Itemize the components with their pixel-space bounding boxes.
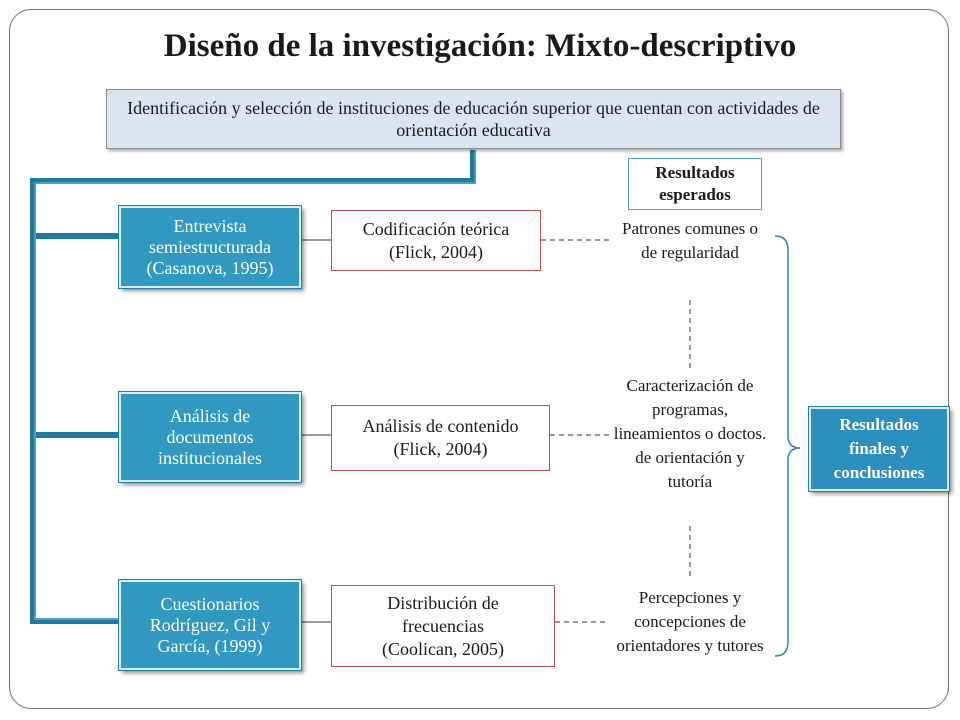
final-results-box: Resultados finales y conclusiones	[808, 406, 950, 492]
analysis-content-box: Análisis de contenido (Flick, 2004)	[331, 405, 550, 471]
dashed-connectors	[541, 239, 691, 623]
expected-results-header: Resultados esperados	[628, 158, 762, 210]
solid-connectors	[301, 239, 331, 623]
result-characterization: Caracterización de programas, lineamient…	[613, 376, 767, 491]
result-brace	[774, 235, 801, 657]
result-patterns: Patrones comunes o de regularidad	[622, 219, 758, 262]
analysis-frequencies-box: Distribución de frecuencias (Coolican, 2…	[331, 585, 555, 667]
analysis-coding-box: Codificación teórica (Flick, 2004)	[331, 210, 541, 271]
instrument-interview-box: Entrevista semiestructurada (Casanova, 1…	[118, 205, 302, 289]
instrument-questionnaire-box: Cuestionarios Rodríguez, Gil y García, (…	[118, 579, 302, 671]
instrument-documents-box: Análisis de documentos institucionales	[118, 391, 302, 483]
main-bracket	[30, 150, 476, 624]
selection-step-box: Identificación y selección de institucio…	[106, 89, 841, 149]
page-title: Diseño de la investigación: Mixto-descri…	[163, 28, 797, 64]
result-perceptions: Percepciones y concepciones de orientado…	[616, 588, 764, 655]
